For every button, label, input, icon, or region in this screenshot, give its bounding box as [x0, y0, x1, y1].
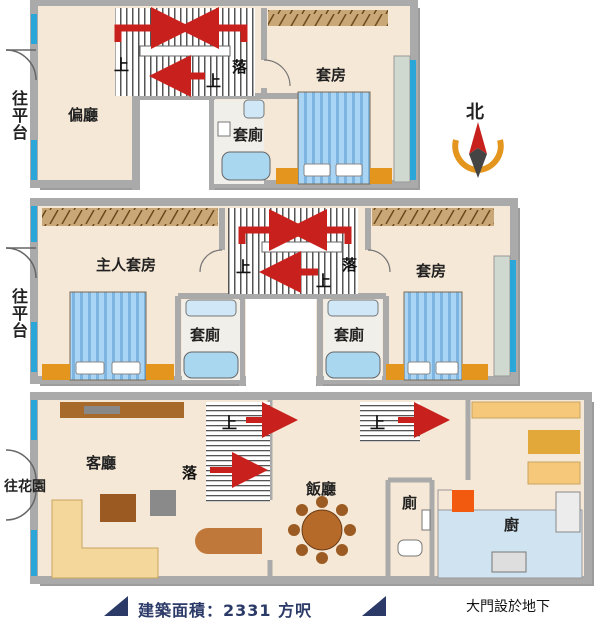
room-label-dining: 飯廳 — [306, 480, 337, 498]
banner-triangle-left — [104, 596, 128, 616]
room-label-suite: 套房 — [416, 262, 447, 280]
bathtub — [221, 151, 271, 181]
sofa — [51, 499, 159, 579]
room-label-bath: 套廁 — [233, 126, 264, 144]
wardrobe — [372, 208, 494, 226]
stair-label-up: 上 — [316, 272, 332, 290]
banner-triangle-right — [362, 596, 386, 616]
compass-needle-south — [469, 148, 487, 178]
stair-arrow — [285, 209, 352, 251]
stair-label-up: 上 — [236, 258, 252, 276]
stair-arrow — [177, 7, 248, 49]
room-label-kitchen: 廚 — [504, 516, 520, 534]
to-terrace-label: 往平台 — [9, 288, 28, 339]
floor-middle — [5, 198, 520, 388]
bathtub — [183, 351, 239, 379]
to-terrace-label: 往平台 — [9, 90, 28, 141]
room-label-toilet: 廁 — [402, 494, 418, 512]
armchair — [150, 490, 176, 516]
room-label-bath: 套廁 — [190, 326, 221, 344]
fridge — [452, 490, 474, 512]
compass-north-label: 北 — [466, 102, 484, 123]
floor-top — [5, 0, 420, 190]
wardrobe — [268, 10, 388, 26]
room-label-bath: 套廁 — [334, 326, 365, 344]
room-label-living: 客廳 — [86, 454, 117, 472]
room-label-side-hall: 偏廳 — [68, 106, 99, 124]
building-area-label: 建築面積：2331 方呎 — [138, 601, 313, 620]
stair-arrow — [114, 7, 193, 49]
room-label-suite: 套房 — [316, 66, 347, 84]
stair-arrow — [238, 209, 311, 251]
stair-label-up: 上 — [114, 56, 130, 74]
stair-label-down: 落 — [182, 464, 198, 482]
stair-label-up: 上 — [370, 414, 386, 432]
stair-label-down: 落 — [342, 256, 358, 274]
stair-label-down: 落 — [232, 58, 248, 76]
compass — [452, 122, 504, 178]
floor-ground — [5, 392, 594, 586]
kitchen-counter — [471, 401, 581, 419]
stove — [491, 551, 527, 573]
stair-label-up: 上 — [222, 414, 238, 432]
entrance-note: 大門設於地下 — [466, 599, 550, 615]
room-label-master-suite: 主人套房 — [96, 256, 157, 274]
side-table — [195, 528, 262, 554]
sink — [555, 491, 581, 533]
compass-needle-north — [469, 122, 487, 154]
to-garden-label: 往花園 — [4, 479, 46, 495]
stair-label-up: 上 — [206, 72, 222, 90]
dining-table — [288, 496, 356, 564]
tv-cabinet — [60, 402, 184, 418]
coffee-table — [100, 494, 136, 522]
wardrobe — [42, 208, 218, 226]
bathtub — [325, 351, 381, 379]
